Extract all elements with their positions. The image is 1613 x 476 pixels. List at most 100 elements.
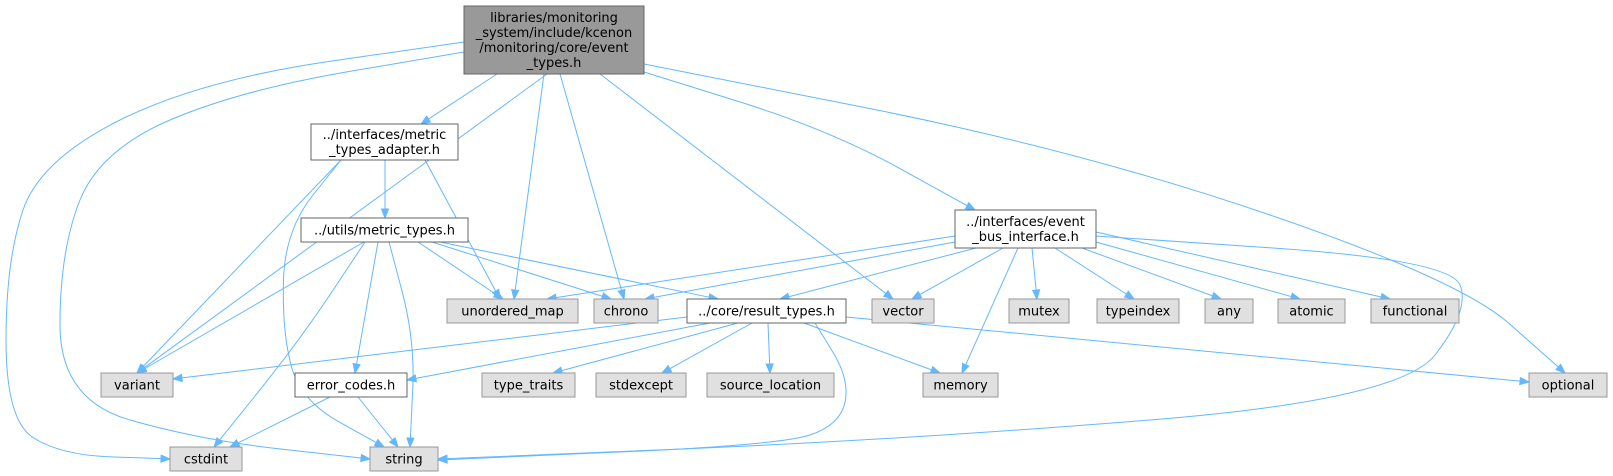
edge-line [561,322,739,372]
node-label: cstdint [184,453,228,468]
edge-result-types-to-error-codes [405,322,711,383]
edge-metric-types-to-unordered-map [417,241,505,300]
edge-line [388,241,414,439]
node-label: variant [114,379,160,394]
node-metric-types-adapter[interactable]: ../interfaces/metric_types_adapter.h [310,123,459,161]
edge-metric-types-to-variant [135,241,365,374]
edge-metric-types-to-error-codes [352,241,379,375]
edge-line [1031,247,1037,291]
node-box [871,298,935,324]
node-label: atomic [1289,305,1333,320]
node-string: string [369,446,439,472]
nodes-layer: libraries/monitoring_system/include/kcen… [100,5,1608,472]
node-error-codes[interactable]: error_codes.h [294,372,408,398]
edge-line [219,241,366,441]
node-box [593,298,659,324]
edge-line [237,396,331,444]
node-label: vector [882,305,924,320]
edge-event-types-to-chrono [559,73,626,301]
node-result-types[interactable]: ../core/result_types.h [686,298,847,324]
edge-line [643,71,968,207]
edge-arrowhead [135,364,148,374]
edge-result-types-to-stdexcept [660,322,753,374]
edge-line [803,322,932,371]
edge-line [356,241,379,365]
edge-result-types-to-string [436,322,847,464]
node-unordered-map: unordered_map [446,298,579,324]
edge-event-types-to-event-bus-interface [643,71,977,211]
node-label: source_location [720,379,821,394]
node-memory: memory [922,372,999,398]
edge-event-bus-interface-to-vector [910,247,1004,300]
edge-line [428,73,498,120]
edge-event-bus-interface-to-memory [961,247,1019,375]
node-label: memory [933,379,988,394]
node-cstdint: cstdint [169,446,243,472]
node-any: any [1204,298,1254,324]
edge-line [643,63,1559,368]
node-metric-types[interactable]: ../utils/metric_types.h [300,217,469,243]
node-source-location: source_location [706,372,835,398]
edge-arrowhead [352,362,361,375]
node-event-bus-interface[interactable]: ../interfaces/event_bus_interface.h [954,209,1097,249]
node-box [300,217,469,243]
node-label: ../interfaces/event [966,215,1085,230]
node-vector: vector [871,298,935,324]
node-box [1096,298,1180,324]
edge-line [446,235,1463,460]
edge-metric-types-adapter-to-string [282,159,386,448]
edge-line [142,159,342,367]
edge-event-types-to-unordered-map [511,73,545,301]
edge-event-bus-interface-to-typeindex [1054,247,1136,300]
node-box [294,372,408,398]
node-label: _bus_interface.h [971,230,1079,245]
node-event-types[interactable]: libraries/monitoring_system/include/kcen… [463,5,645,75]
edge-arrowhead [961,362,970,375]
edge-line [559,73,623,291]
edge-arrowhead [964,201,977,211]
edge-arrowhead [436,455,448,464]
node-box [954,209,1097,249]
edge-line [144,241,365,369]
node-box [595,372,687,398]
edge-metric-types-to-result-types [439,241,720,302]
node-typeindex: typeindex [1096,298,1180,324]
edge-line [5,41,465,460]
edge-arrowhead [765,363,774,375]
edge-result-types-to-variant [171,316,688,383]
node-label: string [385,453,422,468]
edge-line [431,241,603,297]
node-label: optional [1542,379,1595,394]
edge-line [59,51,465,459]
edge-arrowhead [1519,376,1531,386]
edge-line [446,322,847,461]
node-label: error_codes.h [307,379,395,394]
node-label: type_traits [494,379,564,394]
node-box [310,123,459,161]
edge-arrowhead [419,115,432,125]
edge-arrowhead [660,364,673,374]
edge-line [1081,247,1213,297]
edge-arrowhead [929,365,942,374]
edges-layer [5,41,1567,464]
edge-arrowhead [380,208,390,220]
node-box [169,446,243,472]
edge-arrowhead [617,288,626,301]
edge-arrowhead [160,454,172,463]
node-label: ../interfaces/metric [323,128,447,143]
edge-arrowhead [882,289,895,300]
edge-event-bus-interface-to-string [436,235,1463,463]
edge-metric-types-to-string [388,241,415,449]
edge-line [1095,241,1292,298]
node-label: _system/include/kcenon [475,26,632,41]
edge-line [417,241,496,295]
edge-line [788,247,977,298]
node-box [369,446,439,472]
edge-event-bus-interface-to-mutex [1031,247,1041,301]
edge-event-bus-interface-to-unordered-map [545,235,956,302]
node-label: any [1217,305,1241,320]
edge-line [599,73,887,294]
edge-line [965,247,1019,365]
node-box [481,372,576,398]
node-label: mutex [1018,305,1060,320]
